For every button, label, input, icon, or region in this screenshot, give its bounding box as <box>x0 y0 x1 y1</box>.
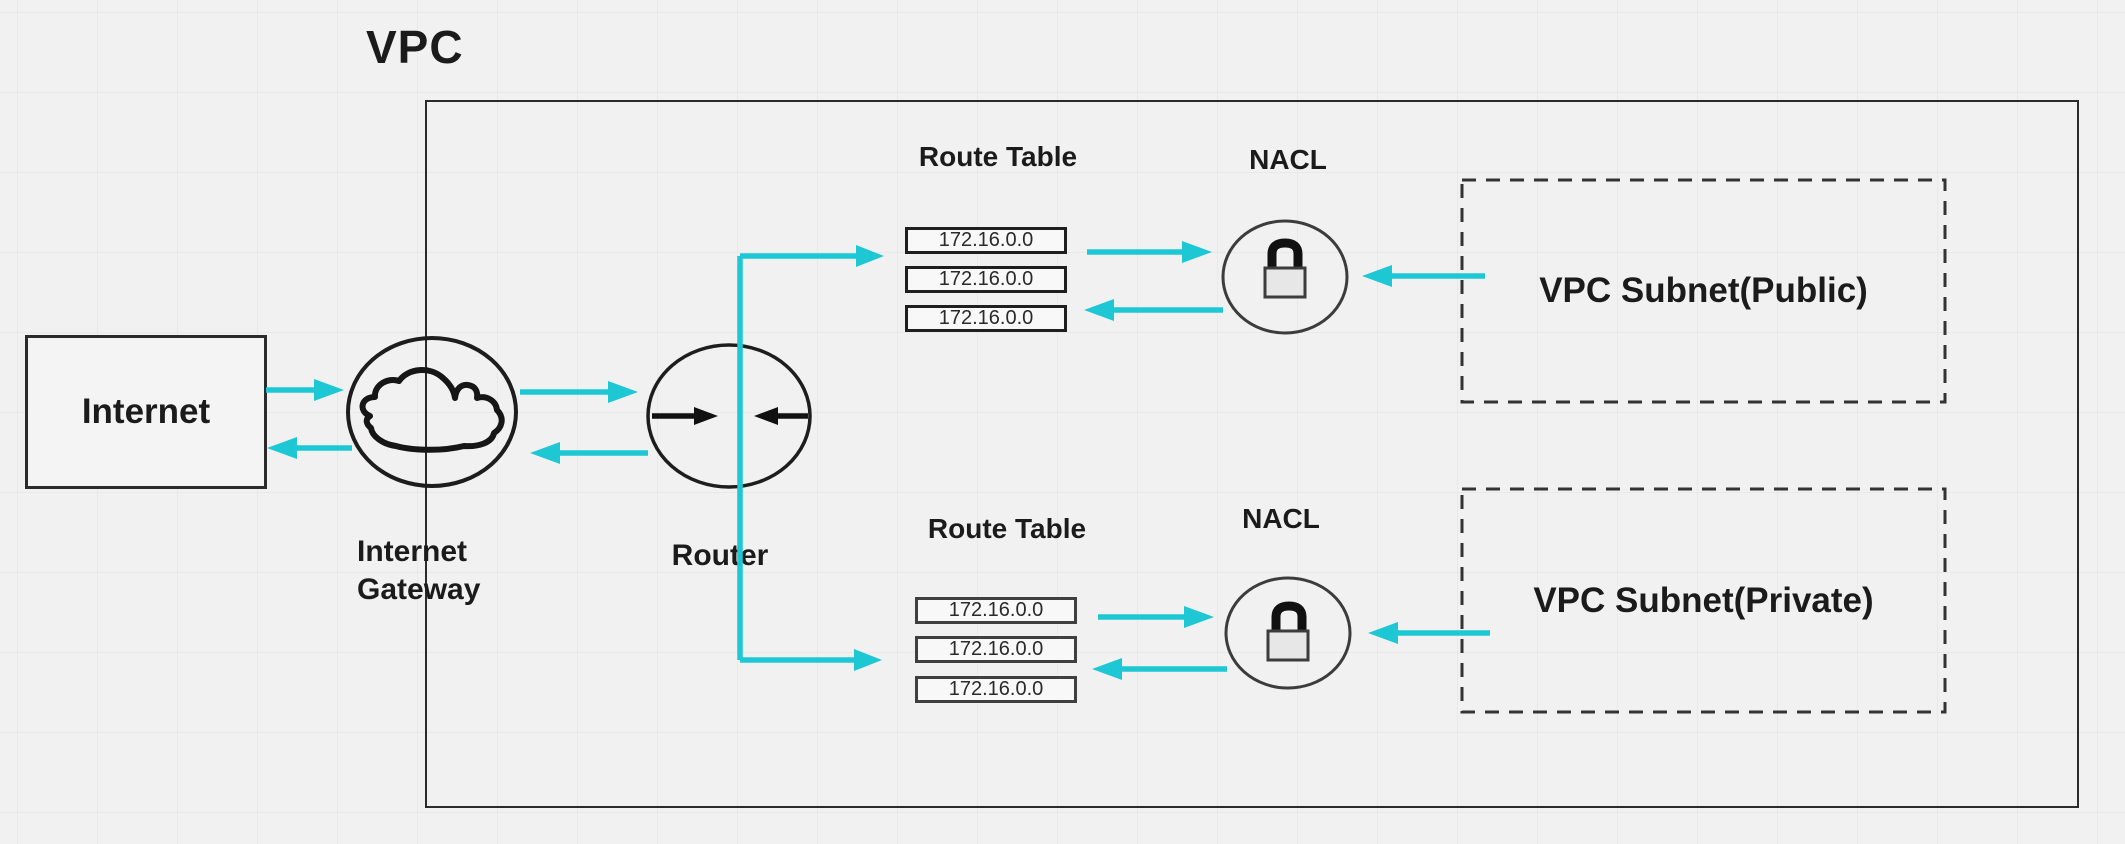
route-table-public-entry: 172.16.0.0 <box>905 305 1067 332</box>
vpc-subnet-public-label: VPC Subnet(Public) <box>1539 271 1868 310</box>
lock-icon <box>1266 601 1310 662</box>
router-label: Router <box>671 539 769 572</box>
internet-gateway-circle <box>346 336 518 488</box>
vpc-subnet-public-border <box>1460 178 1947 404</box>
arrow-nacl-to-route-table-private <box>1092 658 1227 680</box>
router-circle <box>646 343 812 489</box>
arrow-subnet-private-to-nacl <box>1368 622 1490 644</box>
arrow-igw-to-internet <box>267 437 352 459</box>
internet-gateway-label: Internet Gateway <box>357 533 480 609</box>
arrow-router-to-igw <box>530 442 648 464</box>
internet-gateway-label-line2: Gateway <box>357 573 481 606</box>
arrow-igw-to-router <box>520 381 638 403</box>
nacl-public-label: NACL <box>1249 144 1327 175</box>
internet-node-label: Internet <box>81 392 211 431</box>
vpc-subnet-private-border <box>1460 487 1947 714</box>
vpc-boundary-box <box>425 100 2079 808</box>
internet-node: Internet <box>25 335 267 489</box>
route-table-public-entry: 172.16.0.0 <box>905 227 1067 254</box>
nacl-private-circle <box>1224 576 1352 690</box>
route-table-private-entry: 172.16.0.0 <box>915 676 1077 703</box>
arrow-route-table-private-to-nacl <box>1098 606 1214 628</box>
internet-gateway-label-line1: Internet <box>357 535 468 568</box>
cloud-icon <box>359 367 505 453</box>
arrow-subnet-public-to-nacl <box>1362 265 1485 287</box>
route-table-private-entry: 172.16.0.0 <box>915 597 1077 624</box>
route-table-public-entry: 172.16.0.0 <box>905 266 1067 293</box>
router-to-route-tables-connector <box>737 245 884 671</box>
router-arrows-icon <box>652 407 808 425</box>
route-table-public-title: Route Table <box>918 141 1078 172</box>
vpc-title: VPC <box>366 21 464 73</box>
vpc-subnet-public-node: VPC Subnet(Public) <box>1462 180 1945 402</box>
lock-icon <box>1263 238 1307 299</box>
nacl-private-label: NACL <box>1242 503 1320 534</box>
arrow-nacl-to-route-table-public <box>1084 299 1223 321</box>
route-table-private-entry: 172.16.0.0 <box>915 636 1077 663</box>
arrow-route-table-public-to-nacl <box>1087 241 1212 263</box>
nacl-public-circle <box>1221 219 1349 335</box>
arrow-internet-to-igw <box>266 379 344 401</box>
vpc-subnet-private-label: VPC Subnet(Private) <box>1533 580 1874 620</box>
route-table-private-title: Route Table <box>927 513 1087 544</box>
vpc-subnet-private-node: VPC Subnet(Private) <box>1462 489 1945 712</box>
